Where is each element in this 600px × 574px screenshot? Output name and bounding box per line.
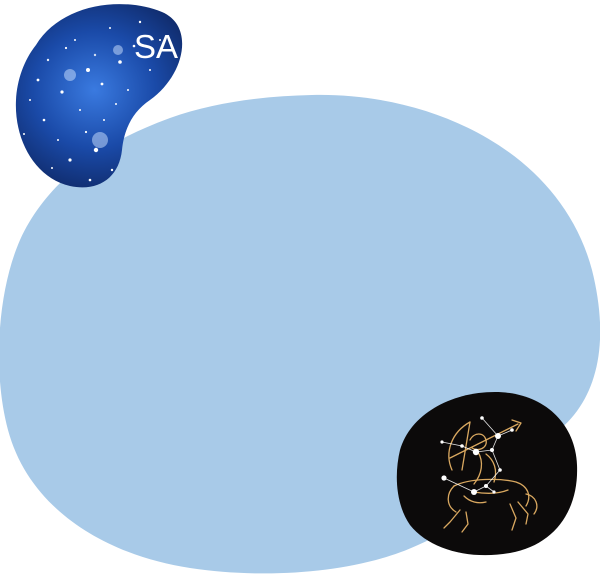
title-text: SA [134, 28, 179, 65]
sagittarius-constellation-icon [396, 392, 578, 556]
